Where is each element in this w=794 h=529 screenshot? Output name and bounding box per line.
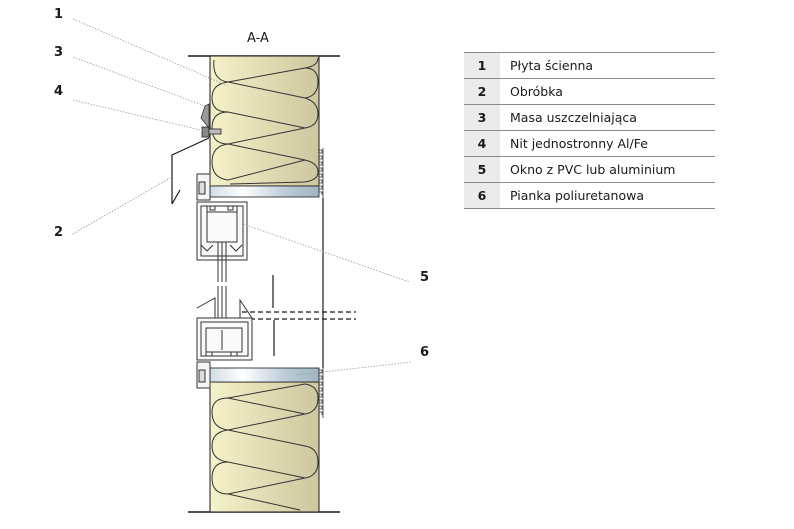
leader-3 [72,56,206,107]
legend-number: 3 [464,104,500,131]
callout-3: 3 [54,45,64,60]
edge-profile-upper [318,148,324,198]
edge-profile-lower [318,368,324,418]
window-frame-lower [196,286,253,389]
callout-1: 1 [54,7,64,22]
callout-2: 2 [54,225,64,240]
leader-5 [242,223,411,283]
leader-1 [72,18,229,87]
legend-label: Płyta ścienna [500,52,715,79]
legend-label: Masa uszczelniająca [500,104,715,131]
pu-foam-lower [209,367,320,383]
legend-label: Okno z PVC lub aluminium [500,156,715,183]
legend-number: 1 [464,52,500,79]
legend-number: 4 [464,130,500,157]
section-title: A-A [247,31,269,46]
legend-label: Pianka poliuretanowa [500,182,715,209]
callout-6: 6 [420,345,430,360]
blind-rivet [201,126,222,138]
leader-lines [72,18,413,376]
leader-2 [72,177,171,235]
leader-6 [295,361,413,376]
legend-number: 5 [464,156,500,183]
legend-number: 2 [464,78,500,105]
sealant [200,103,210,130]
pu-foam-upper [209,185,320,198]
legend-label: Nit jednostronny Al/Fe [500,130,715,157]
callout-4: 4 [54,84,64,99]
legend-label: Obróbka [500,78,715,105]
flashing [171,137,210,205]
wall-panel-upper [209,55,320,187]
window-frame-upper [196,173,248,282]
leader-4 [72,99,206,132]
wall-panel-lower [209,381,320,513]
callout-5: 5 [420,270,430,285]
legend-number: 6 [464,182,500,209]
